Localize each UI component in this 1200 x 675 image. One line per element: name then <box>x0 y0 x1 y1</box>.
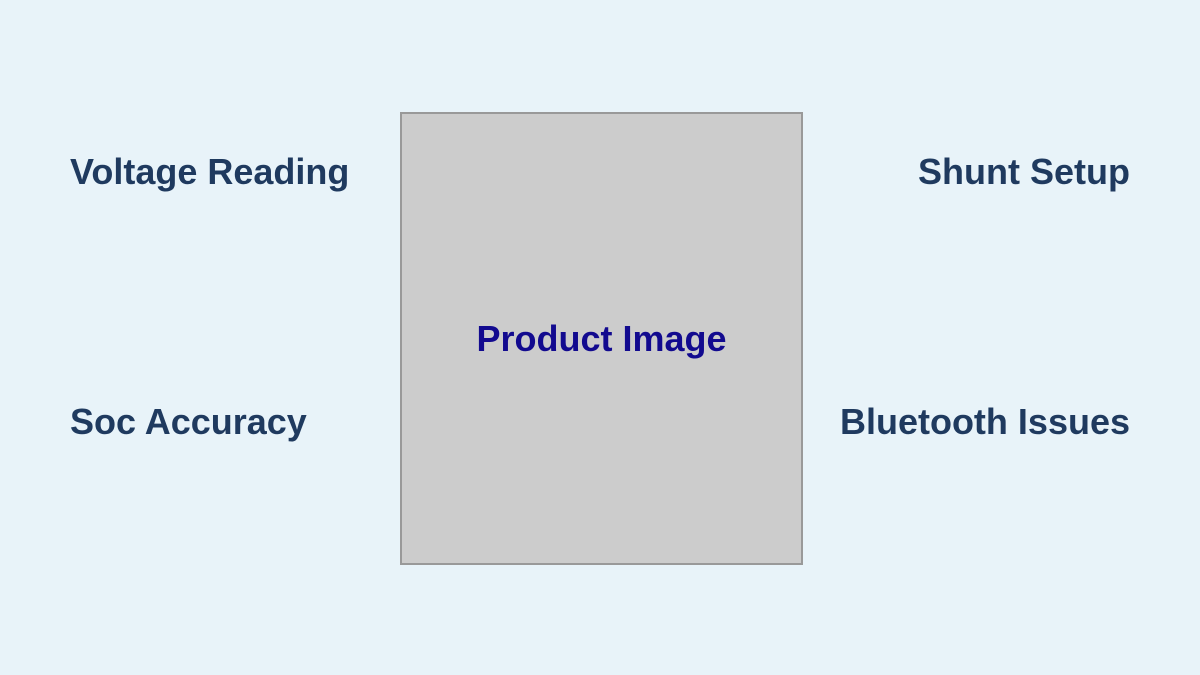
product-image-label: Product Image <box>476 317 727 359</box>
label-bluetooth-issues: Bluetooth Issues <box>839 401 1130 442</box>
label-soc-accuracy: Soc Accuracy <box>70 401 307 442</box>
label-shunt-setup: Shunt Setup <box>918 151 1130 192</box>
label-voltage-reading: Voltage Reading <box>70 151 350 192</box>
product-image-placeholder: Product Image <box>400 112 803 565</box>
